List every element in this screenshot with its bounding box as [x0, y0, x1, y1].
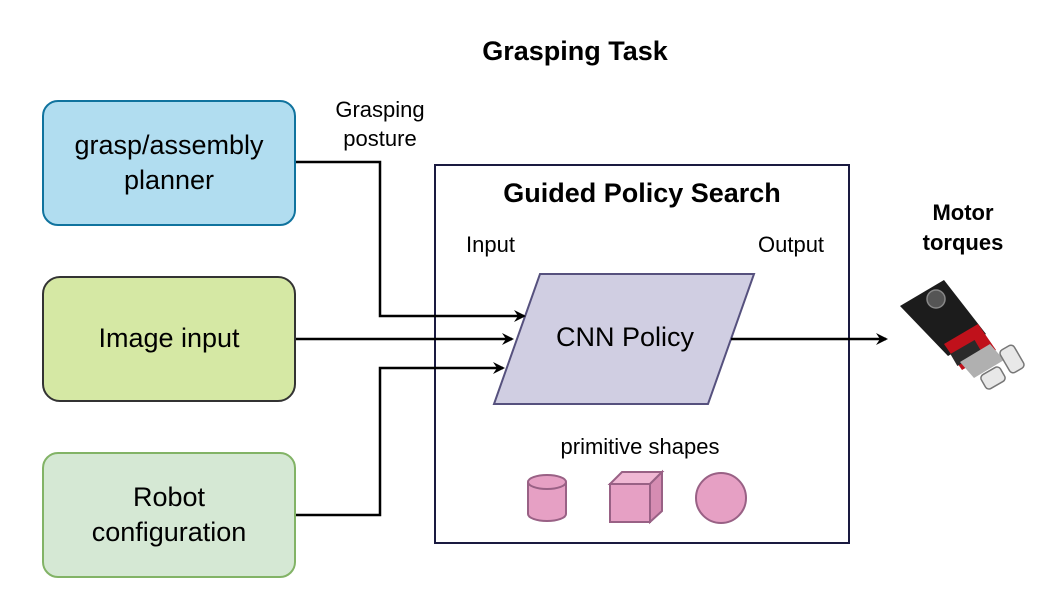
- grasping-posture-label: Grasping posture: [335, 97, 425, 151]
- planner-label: grasp/assembly planner: [74, 129, 264, 195]
- output-label: Output: [758, 232, 825, 257]
- sphere-icon: [695, 472, 747, 524]
- robot-connector: [296, 362, 505, 517]
- image-input-box: Image input: [42, 276, 296, 402]
- planner-connector: [296, 160, 526, 322]
- robot-gripper-icon: [900, 280, 1025, 390]
- cnn-policy-label: CNN Policy: [555, 322, 695, 352]
- motor-torques-label: Motor torques: [922, 200, 1004, 255]
- diagram-title: Grasping Task: [482, 36, 668, 66]
- cnn-policy-shape: [492, 273, 756, 405]
- cylinder-icon: [527, 474, 567, 522]
- input-label: Input: [466, 232, 515, 257]
- cube-icon: [607, 469, 665, 525]
- guided-policy-search-title: Guided Policy Search: [503, 178, 781, 208]
- robot-configuration-box: Robot configuration: [42, 452, 296, 578]
- primitive-shapes-label: primitive shapes: [560, 434, 720, 459]
- image-input-label: Image input: [98, 323, 240, 354]
- planner-box: grasp/assembly planner: [42, 100, 296, 226]
- guided-policy-search-container: [434, 164, 850, 544]
- robot-configuration-label: Robot configuration: [91, 481, 247, 547]
